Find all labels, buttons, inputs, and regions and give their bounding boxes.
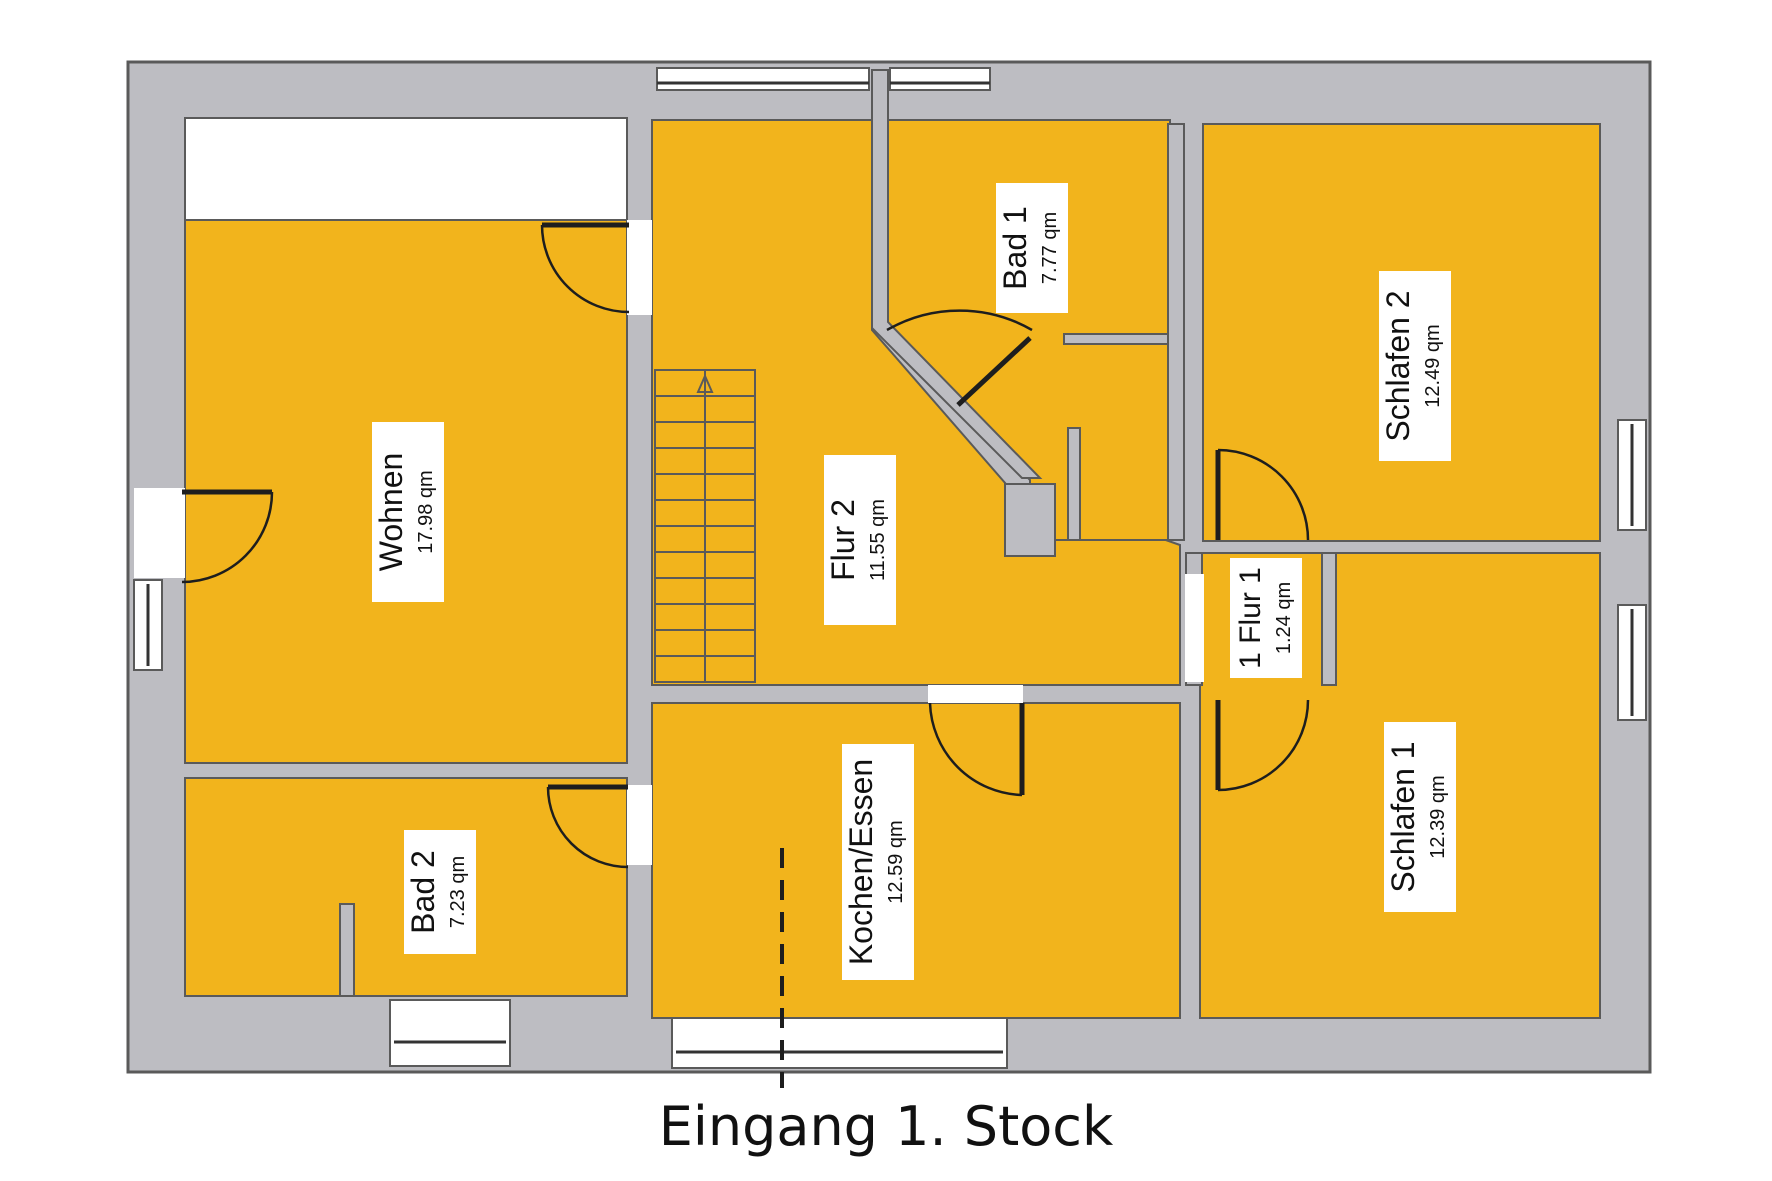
rooms	[184, 119, 1601, 1019]
bad1-wall-post	[1067, 427, 1081, 541]
door-wohnen-entry	[181, 491, 274, 584]
svg-text:Schlafen 2: Schlafen 2	[1380, 290, 1416, 441]
window-glazing	[146, 81, 1634, 1054]
svg-text:1.24 qm: 1.24 qm	[1273, 582, 1295, 654]
interior-walls	[339, 69, 1337, 997]
door-swings	[181, 222, 1310, 869]
door-wohnen-flur	[540, 224, 630, 314]
label-kochen: Kochen/Essen 12.59 qm	[842, 744, 914, 980]
door-bad1	[886, 309, 1033, 332]
diagonal-wall	[871, 69, 1043, 479]
svg-text:Schlafen 1: Schlafen 1	[1385, 741, 1421, 892]
label-flur2: Flur 2 11.55 qm	[824, 455, 896, 625]
svg-text:Bad 2: Bad 2	[405, 850, 441, 934]
window-bottom-bad2	[389, 999, 511, 1067]
window-top-right	[889, 67, 991, 91]
stairs	[654, 369, 756, 683]
svg-text:Kochen/Essen: Kochen/Essen	[843, 759, 879, 965]
door-openings	[134, 220, 1204, 865]
room-kochen	[651, 702, 1181, 1019]
bad2-wall-post	[339, 903, 355, 997]
label-flur1: 1 Flur 1 1.24 qm	[1230, 558, 1302, 678]
balcony	[184, 117, 628, 221]
flur1-right-wall	[1321, 552, 1337, 686]
shaft	[1004, 483, 1056, 557]
window-top-left	[656, 67, 870, 91]
svg-text:Wohnen: Wohnen	[373, 453, 409, 572]
svg-text:Flur 2: Flur 2	[825, 499, 861, 581]
label-bad2: Bad 2 7.23 qm	[404, 830, 476, 954]
bad1-right-wall	[1167, 123, 1185, 541]
entrance-caption: Eingang 1. Stock	[658, 1095, 1114, 1158]
svg-text:7.23 qm: 7.23 qm	[447, 856, 469, 928]
svg-text:11.55 qm: 11.55 qm	[867, 499, 889, 581]
door-bad2	[546, 786, 629, 869]
door-schlafen2	[1217, 448, 1310, 541]
label-schlafen1: Schlafen 1 12.39 qm	[1384, 722, 1456, 912]
label-bad1: Bad 1 7.77 qm	[996, 183, 1068, 313]
svg-text:12.59 qm: 12.59 qm	[885, 820, 907, 903]
door-schlafen1	[1217, 699, 1310, 792]
svg-text:12.39 qm: 12.39 qm	[1427, 775, 1449, 858]
svg-text:1 Flur 1: 1 Flur 1	[1234, 567, 1267, 669]
bad1-wall-stub	[1063, 333, 1171, 345]
svg-text:17.98 qm: 17.98 qm	[415, 470, 437, 553]
window-bottom-kochen	[671, 1017, 1008, 1069]
svg-text:7.77 qm: 7.77 qm	[1039, 212, 1061, 284]
svg-text:12.49 qm: 12.49 qm	[1422, 324, 1444, 407]
label-schlafen2: Schlafen 2 12.49 qm	[1379, 271, 1451, 461]
svg-text:Bad 1: Bad 1	[997, 206, 1033, 290]
label-wohnen: Wohnen 17.98 qm	[372, 422, 444, 602]
door-kochen	[928, 702, 1023, 797]
